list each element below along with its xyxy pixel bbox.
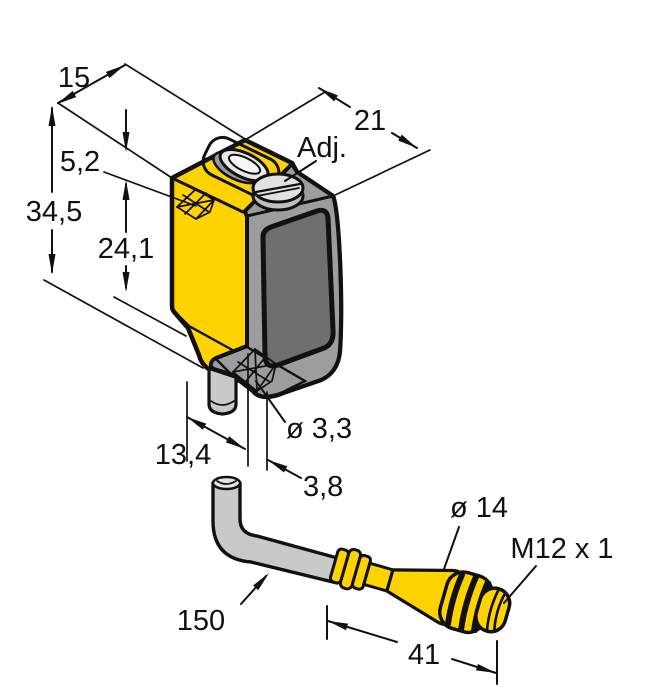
leader-adjustment xyxy=(284,160,317,182)
ext-line-15-right xyxy=(124,63,246,140)
dim-label-connector-length: 41 xyxy=(408,639,440,671)
cable-stub-outline xyxy=(207,368,238,416)
dim-label-hole-to-edge: 3,8 xyxy=(303,471,343,503)
dimension-lines xyxy=(43,63,537,685)
adjustment-label: Adj. xyxy=(297,132,347,164)
bottom-face xyxy=(213,345,308,398)
adjustment-pot xyxy=(251,172,305,212)
dim-label-thread: M12 x 1 xyxy=(510,533,613,565)
cable-cut-end xyxy=(211,475,242,491)
ext-line-hole-bottom xyxy=(113,296,187,337)
ext-line-21-right xyxy=(332,149,431,197)
connector-thread-rings xyxy=(485,589,506,631)
pot-slot xyxy=(254,182,302,194)
dim-label-housing-height: 34,5 xyxy=(26,196,82,228)
dim-label-top-width: 15 xyxy=(58,62,90,94)
dim-label-face-to-hole: 13,4 xyxy=(155,439,211,471)
ext-line-34-5-bottom xyxy=(43,279,204,369)
dim-label-connector-diameter: ø 14 xyxy=(450,492,508,524)
leader-hole-diameter xyxy=(255,380,286,423)
mounting-hole-top xyxy=(175,187,216,221)
housing-top-edge xyxy=(170,176,245,214)
lens-window xyxy=(260,207,336,369)
dim-label-cable-length: 150 xyxy=(177,605,225,637)
leader-thread xyxy=(503,565,537,604)
leader-connector-diameter xyxy=(443,526,460,570)
led-lens xyxy=(228,153,262,175)
ext-line-15-left xyxy=(57,102,173,179)
dimension-labels: 15 21 Adj. 5,2 34,5 24,1 13,4 ø 3,3 3,8 … xyxy=(26,62,614,671)
m12-connector xyxy=(328,547,512,635)
dim-label-hole-diameter: ø 3,3 xyxy=(286,413,352,445)
ext-line-hole-top xyxy=(103,171,197,207)
cable-stub-end-line xyxy=(210,400,235,406)
pot-slot-shadow xyxy=(256,187,300,197)
cable-cut-inner xyxy=(216,480,237,485)
housing-chamfer-edge xyxy=(172,309,238,354)
dim-label-hole-offset: 5,2 xyxy=(60,146,100,178)
sensor-body xyxy=(169,135,344,400)
dim-label-top-depth: 21 xyxy=(354,105,386,137)
ext-line-21-left xyxy=(244,91,326,141)
dim-label-hole-spacing: 24,1 xyxy=(98,233,154,265)
